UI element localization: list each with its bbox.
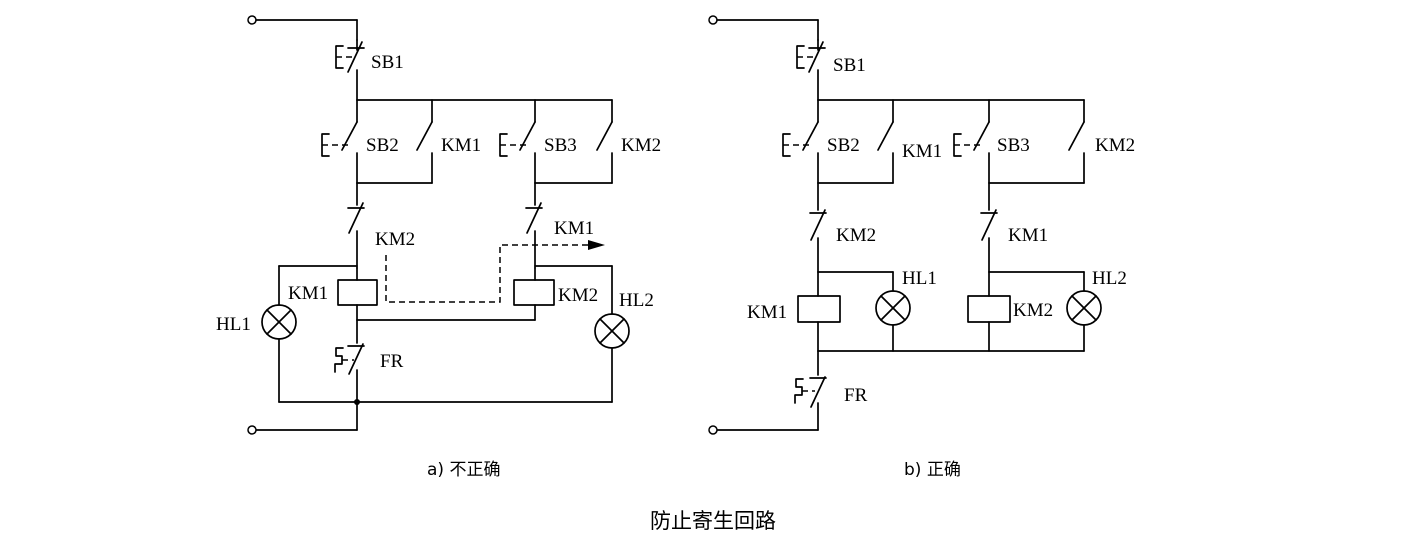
sb3-start-button	[953, 121, 990, 184]
label-hl1: HL1	[216, 314, 251, 335]
label-sb2: SB2	[366, 135, 399, 156]
label-sb1: SB1	[833, 55, 866, 76]
label-km1-contact: KM1	[902, 141, 942, 162]
km1-aux-contact	[877, 121, 894, 184]
diagram-b: SB1 SB2 KM1 SB3	[708, 15, 1135, 480]
terminal-bottom	[708, 425, 718, 435]
label-hl1: HL1	[902, 268, 937, 289]
fr-overload-contact	[334, 319, 365, 431]
sb3-start-button	[499, 121, 536, 184]
caption-b: b) 正确	[904, 460, 961, 480]
caption-a: a) 不正确	[427, 460, 500, 480]
junction-dot	[354, 399, 360, 405]
label-km2-contact: KM2	[621, 135, 661, 156]
label-hl2: HL2	[1092, 268, 1127, 289]
km1-interlock-contact	[980, 182, 998, 273]
km2-coil	[513, 279, 555, 306]
sb1-stop-button	[335, 39, 365, 101]
label-sb3: SB3	[544, 135, 577, 156]
label-km1-nc: KM1	[554, 218, 594, 239]
label-sb2: SB2	[827, 135, 860, 156]
terminal-top	[247, 15, 257, 25]
label-km1-contact: KM1	[441, 135, 481, 156]
label-km2-coil: KM2	[558, 285, 598, 306]
hl1-lamp	[875, 290, 911, 326]
label-km1-nc: KM1	[1008, 225, 1048, 246]
sb2-start-button	[782, 121, 819, 184]
label-km1-coil: KM1	[288, 283, 328, 304]
terminal-bottom	[247, 425, 257, 435]
km1-aux-contact	[416, 121, 433, 184]
label-hl2: HL2	[619, 290, 654, 311]
label-sb1: SB1	[371, 52, 404, 73]
label-fr: FR	[380, 351, 404, 372]
fr-overload-contact	[794, 350, 827, 431]
arrow-icon	[588, 240, 605, 250]
km1-interlock-contact	[525, 182, 543, 269]
sb2-start-button	[321, 121, 358, 184]
km2-aux-contact	[596, 121, 613, 184]
km2-interlock-contact	[347, 182, 365, 269]
km2-interlock-contact	[809, 182, 827, 273]
km2-aux-contact	[1068, 121, 1085, 184]
diagram-a: SB1 SB2 KM1 SB3	[216, 15, 661, 480]
label-km2-nc: KM2	[836, 225, 876, 246]
label-km2-coil: KM2	[1013, 300, 1053, 321]
hl2-lamp	[1066, 290, 1102, 326]
figure-title: 防止寄生回路	[650, 509, 776, 533]
km1-coil	[797, 295, 841, 323]
label-sb3: SB3	[997, 135, 1030, 156]
hl2-lamp	[594, 313, 630, 349]
hl1-lamp	[261, 304, 297, 340]
label-km2-nc: KM2	[375, 229, 415, 250]
km2-coil	[967, 295, 1011, 323]
label-km1-coil: KM1	[747, 302, 787, 323]
terminal-top	[708, 15, 718, 25]
km1-coil	[337, 279, 378, 306]
sb1-stop-button	[796, 39, 826, 101]
label-fr: FR	[844, 385, 868, 406]
label-km2-contact: KM2	[1095, 135, 1135, 156]
parasitic-current-path	[385, 240, 605, 303]
